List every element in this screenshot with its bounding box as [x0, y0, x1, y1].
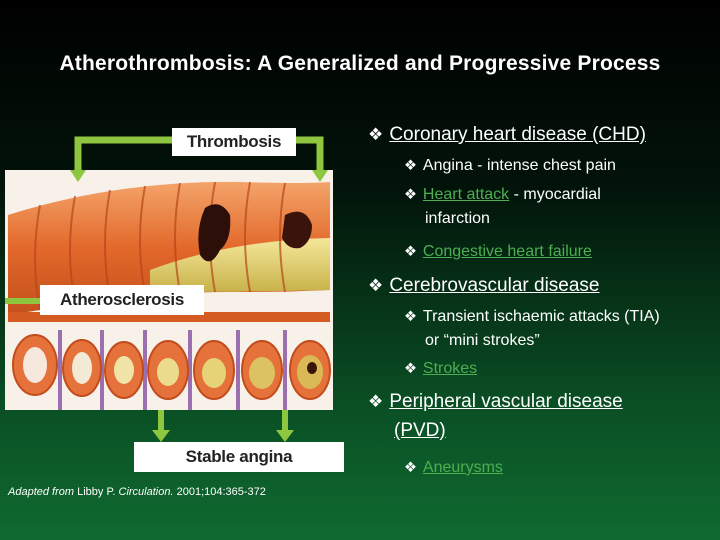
diamond-bullet-icon: ❖ [404, 158, 417, 174]
thrombus-1 [198, 204, 231, 262]
credit-journal: Circulation. [118, 486, 174, 498]
bullet-tia: ❖ Transient ischaemic attacks (TIA) [404, 306, 660, 328]
bullet-heart-attack: ❖ Heart attack - myocardial [404, 184, 601, 206]
heart-attack-continuation: infarction [425, 210, 490, 227]
bullet-cvd: ❖ Cerebrovascular disease [368, 275, 600, 297]
pvd-heading-line2: (PVD) [394, 420, 446, 441]
thrombosis-label: Thrombosis [172, 128, 296, 156]
bullet-strokes: ❖ Strokes [404, 358, 477, 380]
angina-text: Angina - intense chest pain [422, 157, 616, 174]
diamond-bullet-icon: ❖ [368, 276, 384, 295]
bullet-chf: ❖ Congestive heart failure [404, 241, 592, 263]
diamond-bullet-icon: ❖ [368, 125, 384, 144]
bullet-aneurysms: ❖ Aneurysms [404, 457, 503, 479]
heart-attack-link[interactable]: Heart attack [422, 186, 510, 203]
credit-citation: 2001;104:365-372 [176, 486, 266, 498]
bullet-chd: ❖ Coronary heart disease (CHD) [368, 124, 646, 146]
tia-continuation: or “mini strokes” [425, 332, 540, 349]
diamond-bullet-icon: ❖ [404, 361, 417, 377]
pvd-heading-continuation: (PVD) [394, 420, 446, 442]
bullet-pvd: ❖ Peripheral vascular disease [368, 391, 623, 413]
atherothrombosis-figure: Thrombosis Atherosclerosis Stable angina [0, 120, 360, 480]
figure-credit: Adapted from Libby P. Circulation. 2001;… [8, 486, 266, 498]
arrow-thrombosis-right [296, 136, 324, 172]
thrombus-2 [282, 211, 312, 249]
diamond-bullet-icon: ❖ [404, 460, 417, 476]
chf-link[interactable]: Congestive heart failure [422, 243, 592, 260]
chd-heading: Coronary heart disease (CHD) [389, 124, 646, 145]
pvd-heading: Peripheral vascular disease [389, 391, 623, 412]
slide-title: Atherothrombosis: A Generalized and Prog… [59, 52, 661, 75]
atherosclerosis-label: Atherosclerosis [40, 285, 204, 315]
diamond-bullet-icon: ❖ [368, 392, 384, 411]
cross-sections [12, 334, 331, 400]
heart-attack-rest: - myocardial [509, 186, 601, 203]
tia-text: Transient ischaemic attacks (TIA) [422, 308, 660, 325]
artery-illustration [5, 136, 333, 442]
diamond-bullet-icon: ❖ [404, 187, 417, 203]
aneurysms-link[interactable]: Aneurysms [422, 459, 503, 476]
credit-prefix: Adapted from [8, 486, 75, 498]
cvd-heading: Cerebrovascular disease [389, 275, 600, 296]
strokes-link[interactable]: Strokes [422, 360, 478, 377]
plaque [150, 238, 330, 292]
arrow-thrombosis-left [74, 136, 172, 172]
credit-authors: Libby P. [77, 486, 116, 498]
stable-angina-label: Stable angina [134, 442, 344, 472]
bullet-angina: ❖ Angina - intense chest pain [404, 155, 616, 177]
diamond-bullet-icon: ❖ [404, 244, 417, 260]
diamond-bullet-icon: ❖ [404, 309, 417, 325]
